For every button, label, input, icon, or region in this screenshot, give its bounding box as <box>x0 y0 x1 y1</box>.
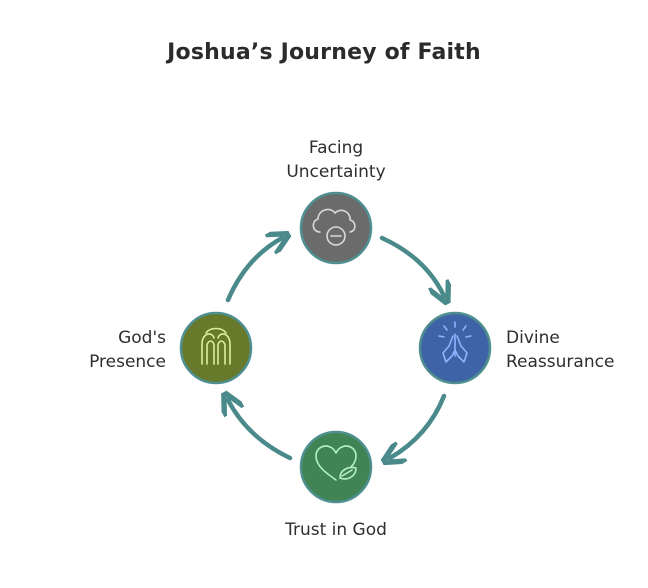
label-gods-presence: God's Presence <box>89 328 166 372</box>
node-facing-uncertainty <box>299 191 373 265</box>
label-divine-reassurance: Divine Reassurance <box>506 328 615 372</box>
arrow-right-to-bottom <box>390 393 447 458</box>
node-divine-reassurance <box>418 311 492 385</box>
cloud-minus-icon <box>312 208 356 246</box>
presence-arches-icon <box>201 327 231 365</box>
diagram-title: Joshua’s Journey of Faith <box>167 40 481 65</box>
heart-leaf-icon <box>315 445 357 481</box>
arrow-top-to-right <box>379 235 444 296</box>
node-trust-in-god <box>299 430 373 504</box>
label-facing-uncertainty: Facing Uncertainty <box>286 138 386 182</box>
node-gods-presence <box>179 311 253 385</box>
arrow-left-to-top <box>225 238 282 303</box>
praying-hands-icon <box>438 321 472 363</box>
arrow-bottom-to-left <box>228 400 293 461</box>
label-trust-in-god: Trust in God <box>285 520 387 540</box>
